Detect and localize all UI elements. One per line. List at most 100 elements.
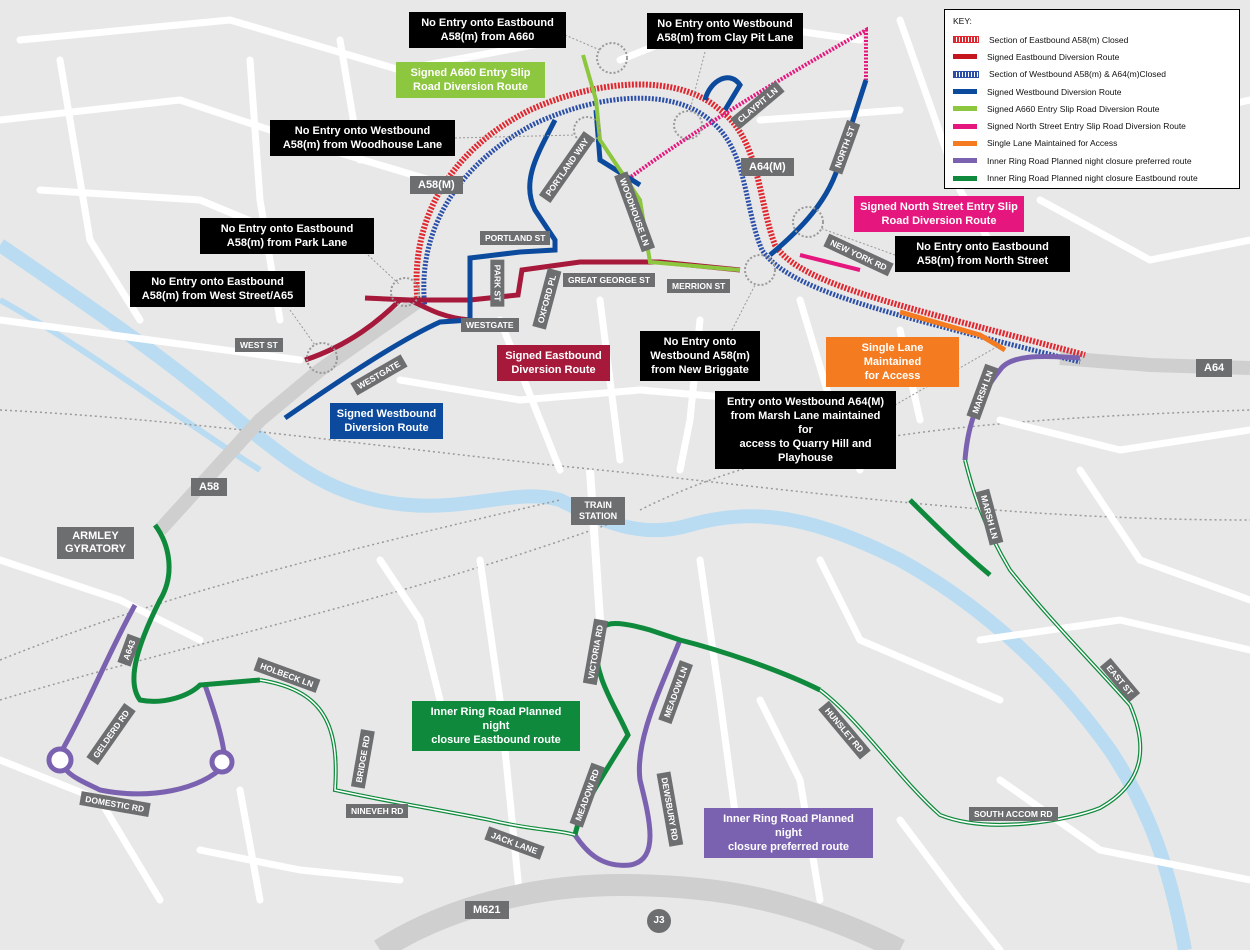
road-tag-m621: M621 [465,901,509,919]
legend-swatch [953,70,979,78]
single-lane-access [899,309,1007,353]
westbound-diversion-3 [702,75,743,112]
street-merrion: MERRION ST [667,279,731,293]
legend-label: Signed Westbound Diversion Route [987,86,1122,97]
label-line: closure preferred route [727,841,850,853]
callout-line: Entry onto Westbound A64(M) [726,396,885,408]
label-line: Inner Ring Road Planned night [430,706,562,732]
legend-label: Section of Westbound A58(m) & A64(m)Clos… [989,69,1167,80]
callout-line: No Entry onto [663,336,737,348]
callout-line: A58(m) from North Street [916,255,1049,267]
legend-label: Inner Ring Road Planned night closure pr… [987,155,1192,166]
label-line: Diversion Route [511,364,596,376]
street-greatgeorge: GREAT GEORGE ST [563,273,656,287]
legend-label: Signed North Street Entry Slip Road Dive… [987,121,1186,132]
rail-lines [0,409,1250,701]
westbound-diversion [283,118,558,421]
label-line: Signed Westbound [336,408,437,420]
a660-slip-diversion [581,54,741,272]
legend-label: Section of Eastbound A58(m) Closed [989,34,1129,45]
north-street-slip-diversion [799,253,861,272]
legend-item-westbound-closed: Section of Westbound A58(m) & A64(m)Clos… [953,66,1231,83]
street-westgate-east: WESTGATE [461,318,519,332]
label-line: ARMLEY [72,530,119,542]
victoria-road [586,469,604,621]
label-line: closure Eastbound route [431,734,561,746]
callout-line: No Entry onto Westbound [294,125,431,137]
callout-line: Westbound A58(m) [650,350,750,362]
label-line: Signed North Street Entry Slip [860,201,1018,213]
irr-eastbound-west [131,523,261,704]
callout-line: Playhouse [777,452,834,464]
callout-line: No Entry onto Eastbound [421,17,554,29]
legend-item-eastbound-closed: Section of Eastbound A58(m) Closed [953,31,1231,48]
callout-line: A58(m) from Woodhouse Lane [282,139,443,151]
inner-ring-road-south-inner [259,679,576,836]
legend-item-a660-slip: Signed A660 Entry Slip Road Diversion Ro… [953,100,1231,117]
callout-line: A58(m) from Clay Pit Lane [656,32,794,44]
label-line: Signed A660 Entry Slip [410,67,531,79]
inner-ring-road-east-inner [819,459,1142,826]
legend-item-eastbound-diversion: Signed Eastbound Diversion Route [953,48,1231,65]
roundabout-domestic [209,749,235,775]
road-tag-a64m: A64(M) [741,158,794,176]
roundabout-gelderd [46,746,74,774]
legend-swatch [953,106,977,112]
street-nineveh: NINEVEH RD [346,804,409,818]
callout-line: from Marsh Lane maintained for [730,410,881,436]
road-tag-a64: A64 [1196,359,1233,377]
label-line: for Access [864,370,921,382]
eastbound-diversion [304,259,741,363]
callout-line: A58(m) from West Street/A65 [141,290,294,302]
irr-eastbound-marsh [908,498,992,577]
callout-line: No Entry onto Eastbound [151,276,284,288]
callout-line: access to Quarry Hill and [739,438,872,450]
junction-j3: J3 [647,909,671,933]
label-line: Signed Eastbound [505,350,602,362]
legend-label: Signed Eastbound Diversion Route [987,51,1120,62]
label-line: Diversion Route [344,422,429,434]
north-street-closed [618,26,868,187]
legend-item-preferred-route: Inner Ring Road Planned night closure pr… [953,152,1231,169]
street-westst: WEST ST [235,338,283,352]
preferred-route-marsh [962,353,1081,461]
label-line: Inner Ring Road Planned night [723,813,854,839]
label-irr-preferred: Inner Ring Road Planned night closure pre… [704,808,873,858]
label-line: Road Diversion Route [413,81,528,93]
label-line: STATION [579,511,618,521]
legend-swatch [953,36,979,44]
legend-item-eastbound-route: Inner Ring Road Planned night closure Ea… [953,169,1231,186]
m621-road [374,873,905,950]
label-line: GYRATORY [65,543,126,555]
label-irr-eastbound: Inner Ring Road Planned night closure Eas… [412,701,580,751]
legend-label: Inner Ring Road Planned night closure Ea… [987,173,1198,184]
label-line: Road Diversion Route [881,215,997,227]
label-line: TRAIN [584,500,612,510]
street-parkst: PARK ST [490,259,505,307]
legend-label: Signed A660 Entry Slip Road Diversion Ro… [987,103,1160,114]
legend-swatch [953,123,977,129]
closed-westbound-a58m [421,95,1081,365]
callout-line: A58(m) from A660 [440,31,535,43]
street-portlandst: PORTLAND ST [480,231,551,245]
legend-swatch [953,89,977,95]
preferred-route-south [572,639,683,868]
legend-item-single-lane: Single Lane Maintained for Access [953,135,1231,152]
legend-swatch [953,175,977,181]
legend-swatch [953,158,977,164]
closure-markers [306,42,824,374]
callout-line: A58(m) from Park Lane [226,237,348,249]
callout-line: No Entry onto Eastbound [220,223,354,235]
a58-road [154,294,425,535]
road-tag-a58: A58 [191,478,228,496]
